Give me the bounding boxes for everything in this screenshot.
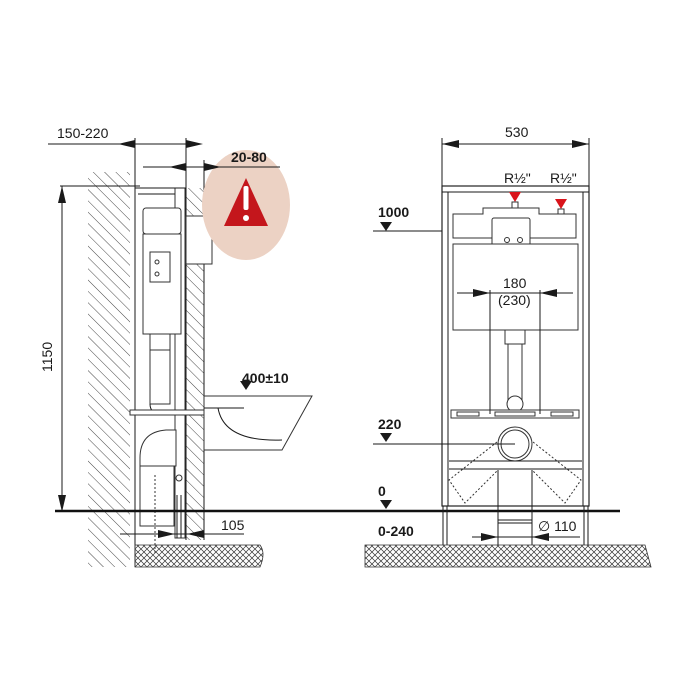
- level-marker-icon: [380, 500, 392, 509]
- flush-plate: [185, 215, 213, 265]
- level-marker-icon: [240, 381, 252, 390]
- dim-drain-diameter: ∅ 110: [538, 518, 577, 534]
- wc-bowl: [203, 395, 313, 451]
- level-1000: 1000: [378, 204, 409, 220]
- cistern-front: [452, 243, 579, 331]
- flush-pipe: [149, 349, 171, 405]
- drain-elbow: [139, 429, 177, 467]
- level-0: 0: [378, 483, 386, 499]
- drain-pipe: [139, 465, 175, 527]
- dim-width: 530: [505, 124, 529, 140]
- cistern-body: [142, 233, 182, 335]
- dim-wall-depth: 150-220: [57, 125, 109, 141]
- valve-box: [491, 217, 531, 247]
- back-wall: [88, 172, 130, 567]
- inlet-marker-left-icon: [509, 192, 521, 202]
- dim-height: 1150: [39, 342, 55, 372]
- dim-bolt-spacing: 180: [503, 275, 527, 291]
- floor-slab-front: [364, 544, 652, 568]
- dim-floor-range: 0-240: [378, 523, 414, 539]
- floor-slab: [134, 544, 264, 568]
- cistern-top: [142, 207, 182, 235]
- level-220: 220: [378, 416, 402, 432]
- dim-seat-height: 400±10: [242, 370, 289, 386]
- mounting-bar: [129, 409, 213, 416]
- dim-bolt-spacing-alt: (230): [498, 292, 531, 308]
- front-view: 530: [364, 124, 652, 568]
- dim-cladding: 20-80: [231, 149, 267, 165]
- level-marker-icon: [380, 222, 392, 231]
- inlet-label-left: R½": [504, 170, 531, 186]
- dim-bottom-offset: 105: [221, 517, 245, 533]
- level-marker-icon: [380, 433, 392, 442]
- front-cladding: [186, 188, 204, 540]
- inlet-marker-right-icon: [555, 199, 567, 209]
- inlet-label-right: R½": [550, 170, 577, 186]
- installation-frame: [441, 185, 590, 507]
- side-view: 150-220 20-80 1150 400±10 105: [39, 125, 313, 568]
